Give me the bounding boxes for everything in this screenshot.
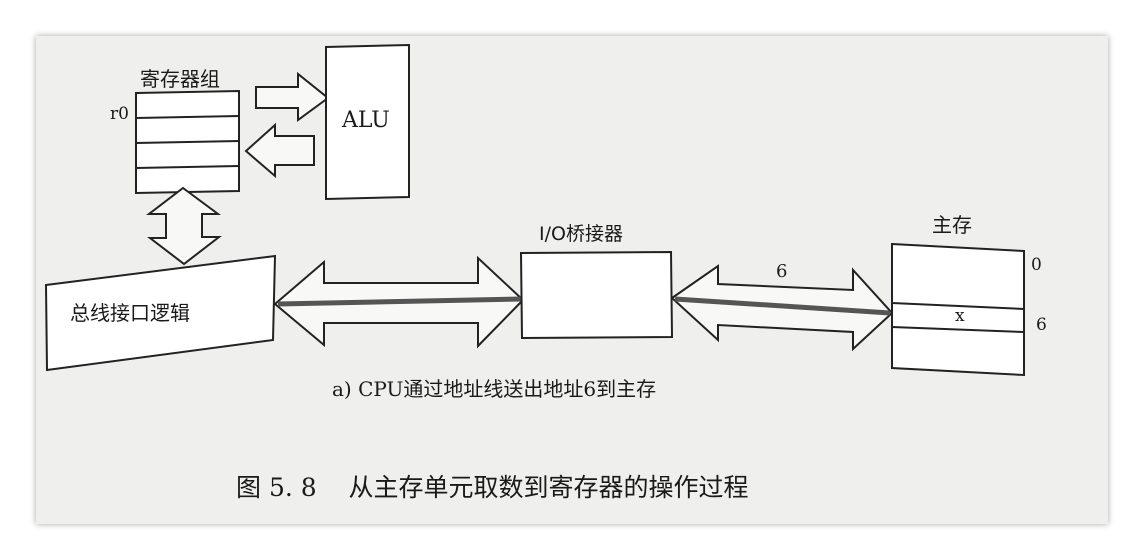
figure-caption: 图 5. 8 从主存单元取数到寄存器的操作过程 [236, 473, 748, 502]
memory-bus-address-line [674, 296, 891, 316]
alu-box [325, 43, 410, 201]
main-memory-label: 主存 [932, 213, 972, 237]
register-file [135, 89, 240, 195]
register-group-label: 寄存器组 [140, 67, 220, 91]
memory-row-x-index: 6 [1036, 315, 1047, 335]
alu-label: ALU [341, 108, 390, 133]
register-bus-double-arrow [146, 186, 222, 266]
arrow-from-alu [244, 122, 315, 179]
bus-interface-label: 总线接口逻辑 [70, 301, 190, 325]
memory-row-x-label: x [955, 306, 965, 326]
address-value-label: 6 [776, 261, 787, 282]
arrow-to-alu [255, 71, 330, 122]
bus-interface-box [44, 254, 277, 372]
memory-row-0-index: 0 [1031, 255, 1042, 275]
system-bus-address-line [277, 296, 523, 307]
subcaption: a) CPU通过地址线送出地址6到主存 [332, 377, 656, 401]
io-bridge-label: I/O桥接器 [539, 223, 623, 245]
r0-label: r0 [110, 104, 129, 124]
io-bridge-box [519, 250, 674, 340]
main-memory-box [891, 242, 1025, 377]
